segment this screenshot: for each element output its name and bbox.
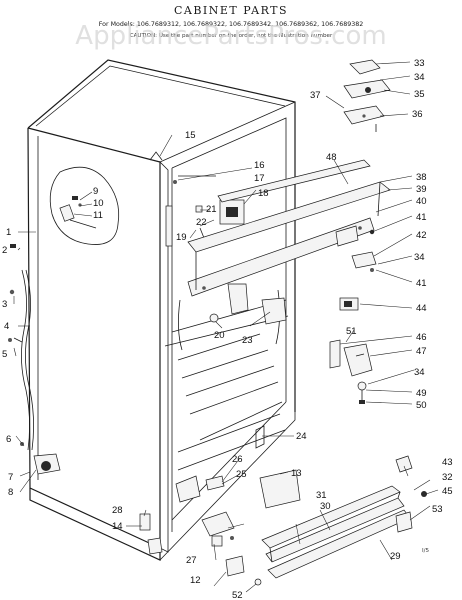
callout-18: 18 [258, 188, 269, 199]
callout-19: 19 [176, 232, 187, 243]
base-grille [261, 485, 411, 579]
callout-50: 50 [416, 400, 427, 411]
callout-17: 17 [254, 173, 265, 184]
cross-bar-assembly [187, 181, 391, 297]
models-line: For Models: 106.7689312, 106.7689322, 10… [99, 21, 364, 28]
callout-43: 43 [442, 457, 453, 468]
callout-13: 13 [291, 468, 302, 479]
callout-49: 49 [416, 388, 427, 399]
detail-bubble-hinge-bracket [49, 166, 120, 245]
callout-28: 28 [112, 505, 123, 516]
callout-40: 40 [416, 196, 427, 207]
mullion-strip [217, 159, 371, 203]
callout-15: 15 [185, 130, 196, 141]
callout-9: 9 [93, 186, 98, 197]
callout-33: 33 [414, 58, 425, 69]
callout-5: 5 [2, 349, 7, 360]
diagram-title: CABINET PARTS [174, 4, 288, 17]
wiring-harness [21, 269, 34, 451]
bottom-hinge [329, 339, 373, 404]
callout-1: 1 [6, 227, 11, 238]
top-hinge [343, 59, 391, 132]
callout-3: 3 [2, 299, 7, 310]
roller-assembly [20, 442, 61, 475]
callout-22: 22 [196, 217, 207, 228]
callout-24: 24 [296, 431, 307, 442]
front-base-parts [139, 425, 301, 586]
callout-47: 47 [416, 346, 427, 357]
callout-27: 27 [186, 555, 197, 566]
callout-7: 7 [8, 472, 13, 483]
left-side-screws [8, 244, 23, 343]
callout-11: 11 [93, 210, 103, 221]
callout-numbers: 1 2 3 4 5 6 7 8 9 10 11 12 13 14 15 16 1… [2, 58, 453, 600]
callout-36: 36 [412, 109, 423, 120]
callout-16: 16 [254, 160, 265, 171]
callout-48: 48 [326, 152, 337, 163]
callout-35: 35 [414, 89, 425, 100]
callout-30: 30 [320, 501, 331, 512]
callout-12: 12 [190, 575, 201, 586]
callout-23: 23 [242, 335, 253, 346]
callout-51: 51 [346, 326, 357, 337]
callout-34-low: 34 [414, 367, 425, 378]
callout-39: 39 [416, 184, 427, 195]
callout-41-upper: 41 [416, 212, 427, 223]
callout-14: 14 [112, 521, 123, 532]
callout-52: 52 [232, 590, 243, 600]
callout-44: 44 [416, 303, 427, 314]
center-hinge-parts [335, 225, 377, 311]
callout-4: 4 [4, 321, 9, 332]
callout-25: 25 [236, 469, 247, 480]
upper-liner-parts [149, 151, 245, 247]
page-code: I/5 [422, 548, 430, 554]
callout-53: 53 [432, 504, 443, 515]
watermark: AppliancePartsPros.com [75, 21, 386, 51]
leveling-parts-right [395, 455, 427, 533]
callout-45: 45 [442, 486, 453, 497]
callout-leaders [13, 61, 439, 593]
center-brackets [209, 283, 287, 325]
callout-46: 46 [416, 332, 427, 343]
callout-31: 31 [316, 490, 327, 501]
caution-line: CAUTION: Use the part number on the orde… [130, 33, 333, 39]
callout-29: 29 [390, 551, 401, 562]
callout-38: 38 [416, 172, 427, 183]
callout-6: 6 [6, 434, 11, 445]
callout-8: 8 [8, 487, 13, 498]
callout-2: 2 [2, 245, 7, 256]
callout-21: 21 [206, 204, 217, 215]
callout-10: 10 [93, 198, 104, 209]
callout-42: 42 [416, 230, 427, 241]
callout-34-mid: 34 [414, 252, 425, 263]
cabinet-shell [27, 59, 296, 561]
callout-26: 26 [232, 454, 243, 465]
callout-20: 20 [214, 330, 225, 341]
callout-41-lower: 41 [416, 278, 427, 289]
callout-34-top: 34 [414, 72, 425, 83]
callout-37: 37 [310, 90, 321, 101]
callout-32: 32 [442, 472, 453, 483]
